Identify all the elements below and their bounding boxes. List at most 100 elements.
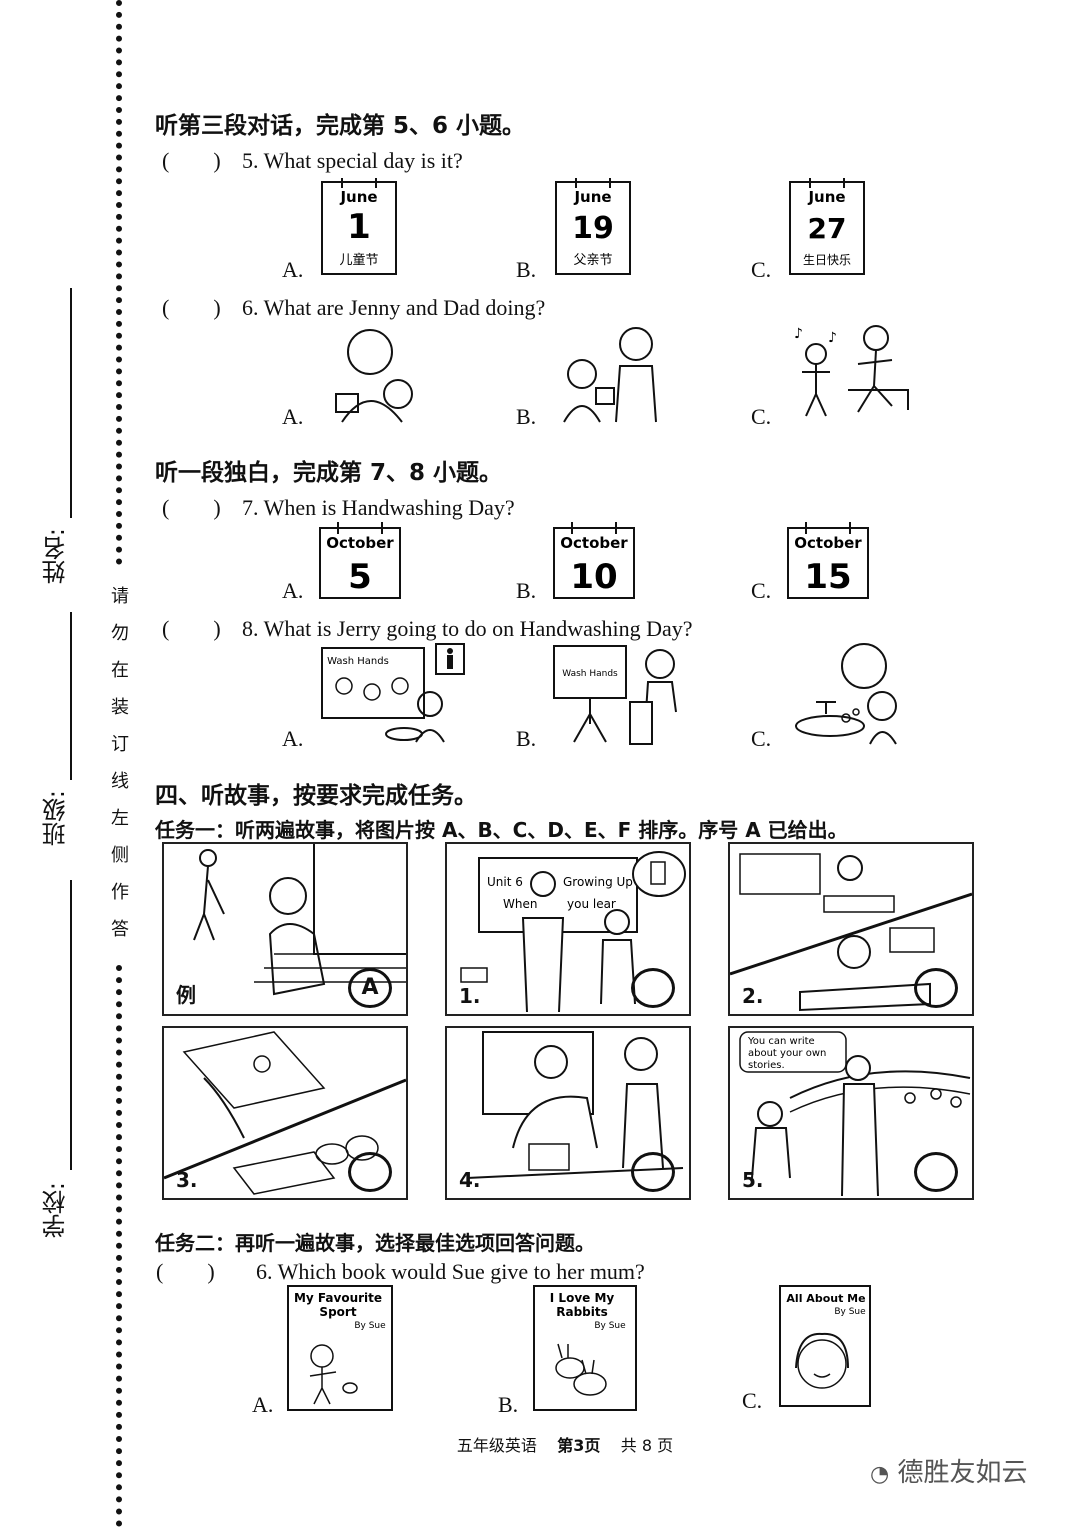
svg-text:♪: ♪ (828, 330, 837, 346)
svg-text:about your own: about your own (748, 1048, 826, 1059)
book-all-about-me: All About Me By Sue (779, 1285, 871, 1407)
section4-heading: 四、听故事，按要求完成任务。 (155, 783, 477, 809)
answer-paren[interactable]: ( ) (162, 616, 221, 641)
section3-heading: 听第三段对话，完成第 5、6 小题。 (155, 113, 526, 139)
question-8: ( )8. What is Jerry going to do on Handw… (162, 611, 693, 643)
q8-option-b-letter[interactable]: B. (516, 726, 537, 751)
calendar-day: 15 (804, 557, 851, 597)
poster-text: Wash Hands (327, 656, 389, 667)
q6-giving-gift-image (563, 327, 657, 423)
q7-calendar-october-15: October 15 (787, 522, 869, 599)
svg-text:All About Me: All About Me (786, 1292, 865, 1305)
story-panel-4: 4. (445, 1026, 691, 1200)
story-panel-2: 2. (728, 842, 974, 1016)
panel-answer-circle[interactable] (348, 1152, 392, 1192)
panel-5-drawing: You can write about your own stories. (739, 1031, 971, 1197)
panel-2-drawing (730, 853, 972, 1012)
task2-instruction: 任务二：再听一遍故事，选择最佳选项回答问题。 (155, 1231, 595, 1255)
svg-text:stories.: stories. (748, 1060, 785, 1071)
screen-text: Wash Hands (562, 669, 618, 679)
watermark: ◔ 德胜友如云 (870, 1458, 1028, 1488)
answer-paren[interactable]: ( ) (156, 1259, 215, 1284)
panel-number: 4. (459, 1168, 481, 1192)
answer-paren[interactable]: ( ) (162, 495, 221, 520)
svg-text:By Sue: By Sue (354, 1321, 386, 1331)
question-6: ( )6. What are Jenny and Dad doing? (162, 290, 545, 322)
story-panel-example: 例 A (162, 842, 408, 1016)
panel-answer-circle[interactable] (914, 968, 958, 1008)
calendar-caption: 生日快乐 (803, 253, 851, 267)
q8-option-a-letter[interactable]: A. (282, 726, 304, 751)
calendar-month: June (573, 188, 611, 206)
calendar-day: 27 (808, 212, 847, 245)
q7-option-b-letter[interactable]: B. (516, 578, 537, 603)
q7-option-a-letter[interactable]: A. (282, 578, 304, 603)
answer-paren[interactable]: ( ) (162, 148, 221, 173)
book-option-a-letter[interactable]: A. (252, 1392, 274, 1417)
binding-note: 请 勿 在 装 订 线 左 侧 作 答 (111, 586, 129, 940)
footer-page: 第3页 (557, 1436, 601, 1455)
calendar-caption: 儿童节 (339, 252, 378, 268)
panel-number: 2. (742, 984, 764, 1008)
book-my-favourite-sport: My Favourite Sport By Sue (287, 1285, 393, 1411)
panel-answer-circle: A (348, 968, 392, 1008)
story-panel-5: You can write about your own stories. 5. (728, 1026, 974, 1200)
answer-paren[interactable]: ( ) (162, 295, 221, 320)
svg-text:My Favourite: My Favourite (294, 1291, 382, 1305)
name-underline (70, 288, 72, 518)
svg-text:By Sue: By Sue (834, 1307, 866, 1317)
name-label: 姓名: (42, 528, 70, 585)
school-underline (70, 880, 72, 1170)
svg-text:Rabbits: Rabbits (556, 1305, 608, 1319)
calendar-day: 19 (572, 211, 614, 246)
svg-text:♪: ♪ (794, 326, 803, 342)
panel-3-drawing (164, 1031, 406, 1195)
panel-number: 3. (176, 1168, 198, 1192)
panel-answer-circle[interactable] (631, 968, 675, 1008)
panel-example-drawing (193, 844, 406, 996)
wechat-icon: ◔ (870, 1462, 890, 1487)
q5-option-b-letter[interactable]: B. (516, 257, 537, 282)
question-7: ( )7. When is Handwashing Day? (162, 490, 515, 522)
q7-calendar-october-10: October 10 (553, 522, 635, 599)
panel-answer-circle[interactable] (914, 1152, 958, 1192)
panel-4-drawing (466, 1031, 684, 1179)
q5-option-c-letter[interactable]: C. (751, 257, 772, 282)
panel-1-drawing: Unit 6 Growing Up When you lear (460, 851, 686, 1013)
q7-calendar-october-5: October 5 (319, 522, 401, 599)
book-option-b-letter[interactable]: B. (498, 1392, 519, 1417)
svg-text:You can write: You can write (747, 1036, 815, 1047)
task2-question-6: ( )6. Which book would Sue give to her m… (156, 1254, 645, 1286)
q5-option-a-letter[interactable]: A. (282, 257, 304, 282)
panel-number: 例 (176, 983, 196, 1007)
calendar-day: 1 (347, 207, 371, 247)
q8-presentation-image: Wash Hands (553, 645, 677, 745)
q8-option-c-letter[interactable]: C. (751, 726, 772, 751)
binding-dotted-line-bottom (116, 965, 122, 1527)
book-option-c-letter[interactable]: C. (742, 1388, 763, 1413)
calendar-month: October (326, 534, 394, 552)
class-label: 班级: (42, 790, 70, 847)
q7-option-c-letter[interactable]: C. (751, 578, 772, 603)
story-panel-1: Unit 6 Growing Up When you lear 1. (445, 842, 691, 1016)
question-5: ( )5. What special day is it? (162, 143, 463, 175)
q6-option-b-letter[interactable]: B. (516, 404, 537, 429)
story-panel-3: 3. (162, 1026, 408, 1200)
q5-calendar-june-19: June 19 父亲节 (555, 178, 631, 275)
q8-poster-image: Wash Hands (321, 643, 465, 743)
q6-option-a-letter[interactable]: A. (282, 404, 304, 429)
svg-text:By Sue: By Sue (594, 1321, 626, 1331)
calendar-month: October (560, 534, 628, 552)
q5-calendar-june-1: June 1 儿童节 (321, 178, 397, 275)
q6-option-c-letter[interactable]: C. (751, 404, 772, 429)
class-underline (70, 612, 72, 780)
school-label: 学校: (42, 1182, 70, 1239)
q6-phone-call-image (335, 329, 413, 423)
task1-instruction: 任务一：听两遍故事，将图片按 A、B、C、D、E、F 排序。序号 A 已给出。 (155, 818, 848, 842)
book-i-love-my-rabbits: I Love My Rabbits By Sue (533, 1285, 637, 1411)
page-footer: 五年级英语 第3页 共 8 页 (0, 1432, 1080, 1456)
svg-text:you lear: you lear (567, 897, 616, 911)
calendar-month: October (794, 534, 862, 552)
panel-answer-circle[interactable] (631, 1152, 675, 1192)
calendar-day: 5 (348, 557, 372, 597)
